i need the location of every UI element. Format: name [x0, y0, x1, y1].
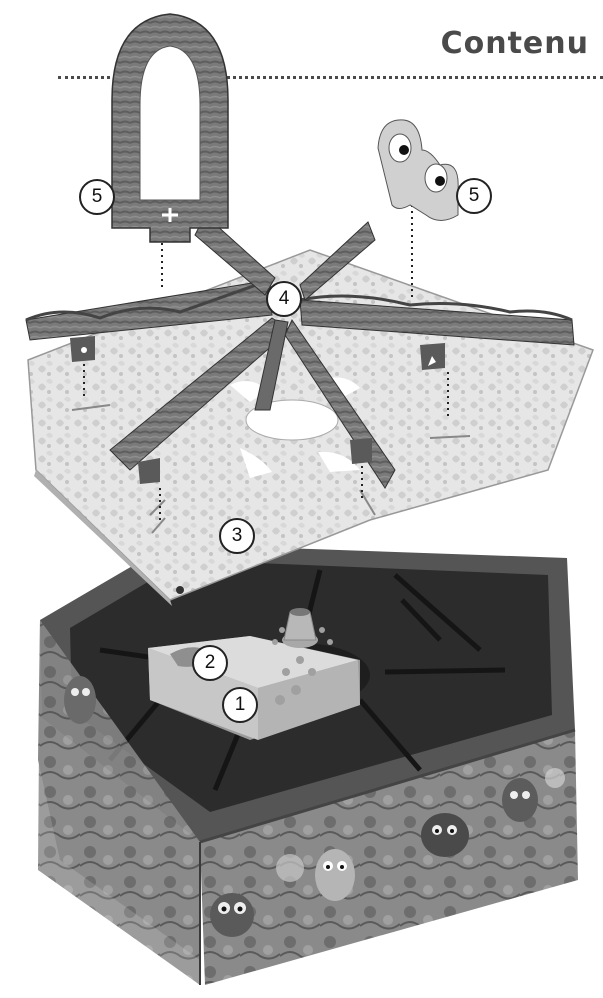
box-creature-4 — [502, 778, 538, 822]
callout-board: 3 — [219, 518, 255, 554]
callout-frame-left: 5 — [79, 179, 115, 215]
box-creature-1 — [210, 893, 254, 937]
callout-piece-1: 1 — [222, 687, 258, 723]
eyes-piece — [378, 120, 458, 221]
stone-arch-piece — [112, 14, 228, 242]
callout-walls: 4 — [266, 281, 302, 317]
box-creature-3 — [421, 813, 469, 857]
callout-piece-2: 2 — [192, 645, 228, 681]
box-creature-2 — [315, 849, 355, 901]
callout-frame-right: 5 — [456, 178, 492, 214]
box-creature-5 — [64, 676, 96, 724]
